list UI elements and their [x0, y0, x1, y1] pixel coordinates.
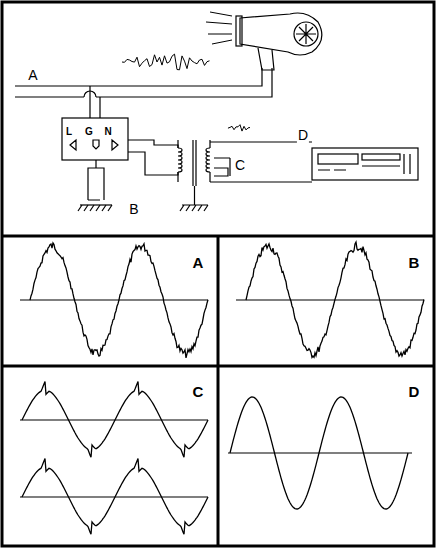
pin-name: N: [103, 126, 112, 137]
outlet: [62, 118, 128, 200]
point-letter: D: [297, 128, 309, 143]
noise-squiggle: [122, 54, 210, 70]
axis-lines: [20, 300, 424, 497]
isolation-transformer: [178, 140, 210, 211]
ground-symbol: [78, 190, 112, 211]
stereo-unit: [312, 148, 418, 180]
pin-name: L: [65, 126, 73, 137]
shield-wire: [214, 158, 230, 176]
mains-cable: [15, 68, 272, 118]
divider: [217, 236, 220, 546]
cable-b: [128, 140, 178, 175]
hair-dryer: [206, 12, 322, 70]
coil: [178, 148, 182, 172]
point-letter: C: [234, 158, 246, 173]
noise-squiggle: [228, 125, 250, 131]
panel-letter: B: [408, 255, 421, 272]
waveforms: [22, 54, 424, 534]
cable-c: [210, 142, 312, 182]
coil: [206, 148, 210, 172]
point-letter: A: [27, 68, 38, 83]
panel-letter: A: [192, 255, 205, 272]
panel-letter: D: [408, 384, 421, 401]
point-letter: B: [128, 202, 139, 217]
pin-name: G: [84, 126, 94, 137]
coil-windings: [178, 148, 210, 172]
panel-letter: C: [192, 384, 205, 401]
